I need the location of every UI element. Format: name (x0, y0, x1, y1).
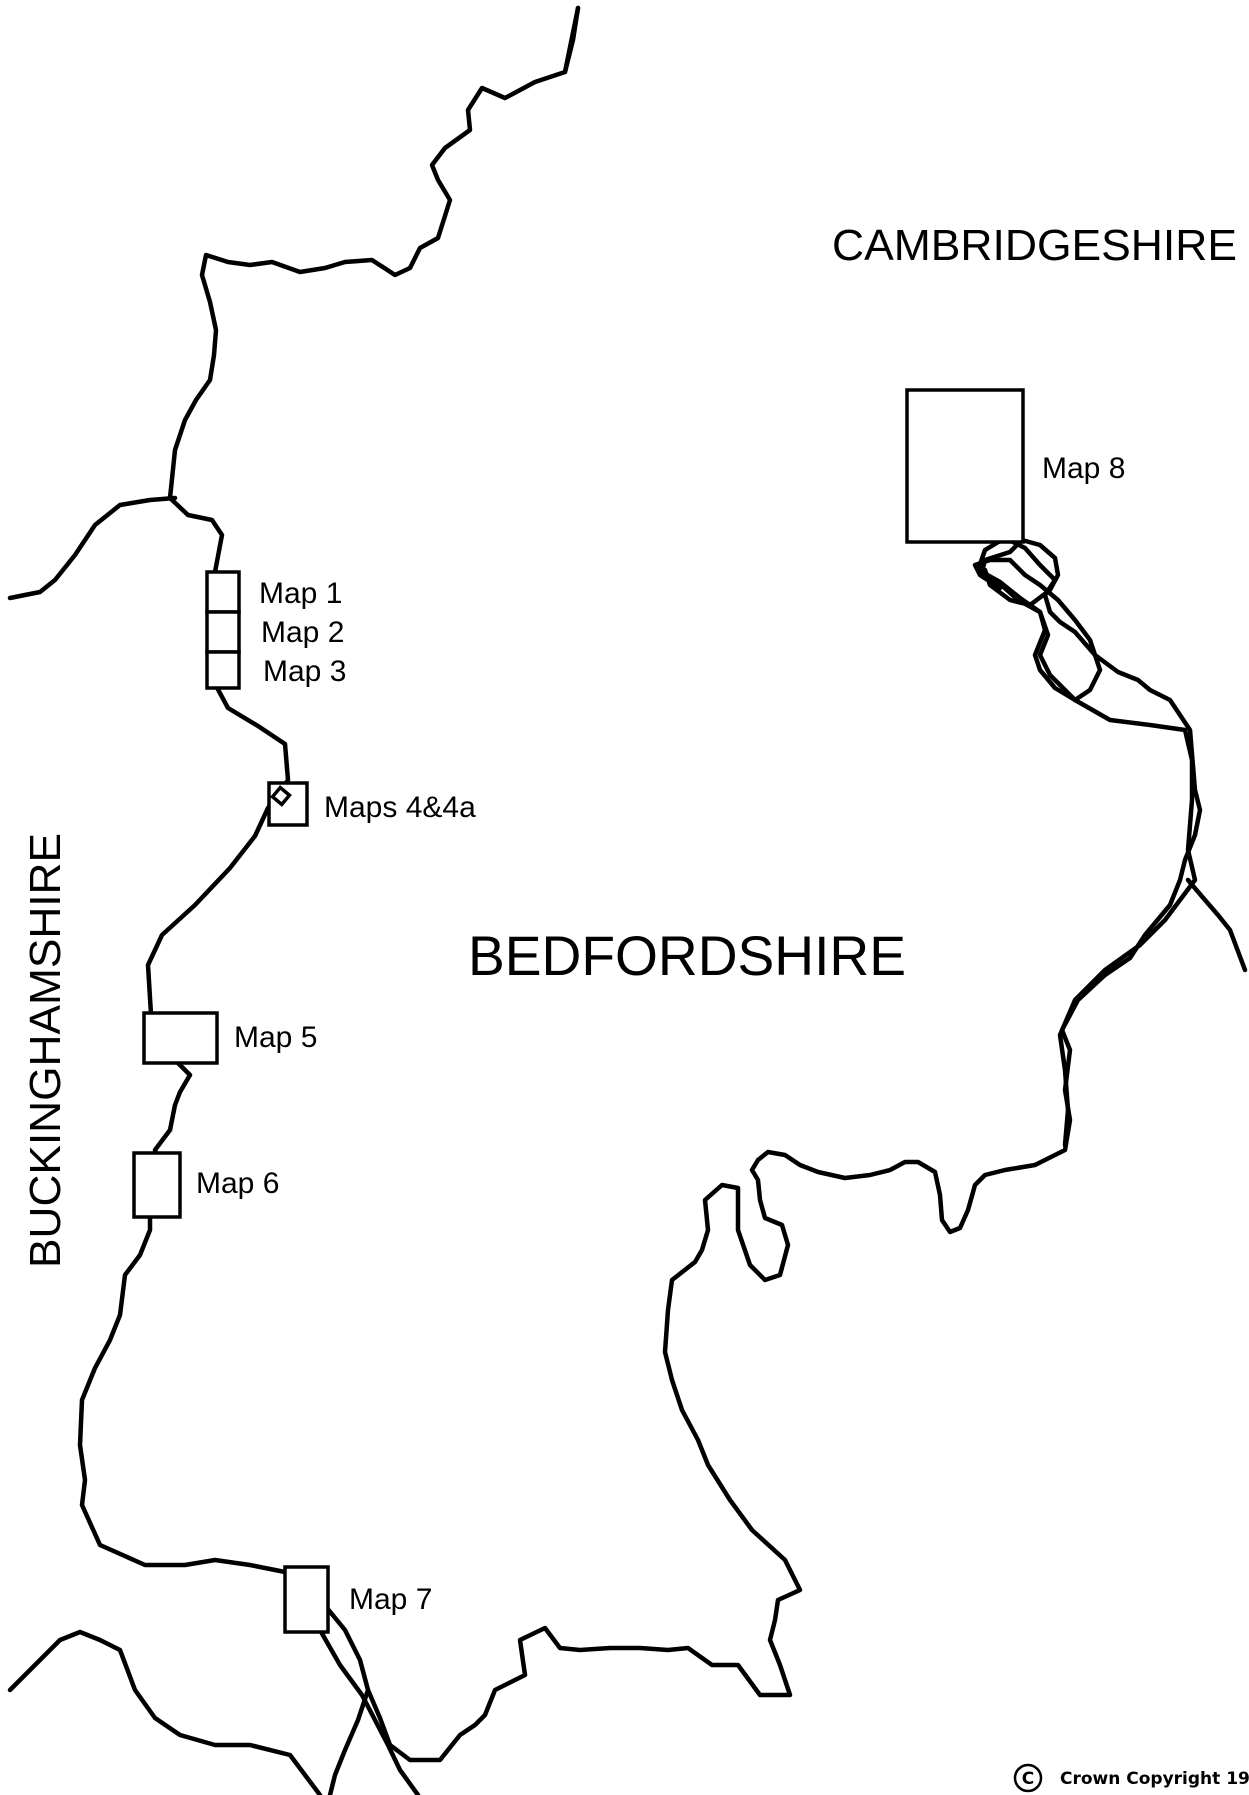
map7-label: Map 7 (349, 1583, 432, 1616)
map6-label: Map 6 (196, 1167, 279, 1200)
map-labels: Map 1 Map 2 Map 3 Maps 4&4a Map 5 Map 6 … (196, 452, 1125, 1616)
map6-box[interactable] (132, 1151, 182, 1219)
copyright-symbol-circle (1013, 1763, 1043, 1793)
map7-box[interactable] (283, 1565, 330, 1634)
map4-box[interactable] (267, 781, 309, 827)
map5-label: Map 5 (234, 1021, 317, 1054)
boundary-east-spur (1185, 877, 1248, 973)
boundary-southwest-spur (7, 1629, 103, 1693)
copyright-notice: C Crown Copyright 19 (1013, 1763, 1249, 1793)
boundary-south-west-edge (97, 1637, 323, 1795)
boundary-south-branch (327, 1687, 371, 1795)
map4a-box[interactable] (270, 785, 292, 807)
map8-box[interactable] (905, 388, 1025, 544)
map3-box[interactable] (205, 650, 241, 690)
bedfordshire-label: BEDFORDSHIRE (468, 924, 906, 987)
bedfordshire-boundary (77, 5, 1203, 1763)
cambridgeshire-label: CAMBRIDGESHIRE (832, 221, 1237, 270)
map5-box[interactable] (142, 1011, 219, 1065)
eastern-boundary (979, 537, 1198, 1148)
county-labels: CAMBRIDGESHIRE BEDFORDSHIRE BUCKINGHAMSH… (21, 221, 1237, 1268)
buckinghamshire-label: BUCKINGHAMSHIRE (21, 833, 70, 1268)
copyright-text: Crown Copyright 19 (1060, 1769, 1249, 1789)
boundary-south-river (297, 1572, 421, 1795)
map4-label: Maps 4&4a (324, 791, 476, 824)
map1-label: Map 1 (259, 577, 342, 610)
copyright-symbol: C (1022, 1769, 1034, 1789)
boundary-northwest-spur (7, 495, 178, 601)
map-boxes (132, 388, 1025, 1634)
map2-label: Map 2 (261, 616, 344, 649)
map8-label: Map 8 (1042, 452, 1125, 485)
boundary-north-spur (562, 5, 581, 75)
county-boundaries (7, 5, 1248, 1795)
map2-box[interactable] (205, 610, 241, 654)
map1-box[interactable] (205, 570, 241, 614)
map3-label: Map 3 (263, 655, 346, 688)
